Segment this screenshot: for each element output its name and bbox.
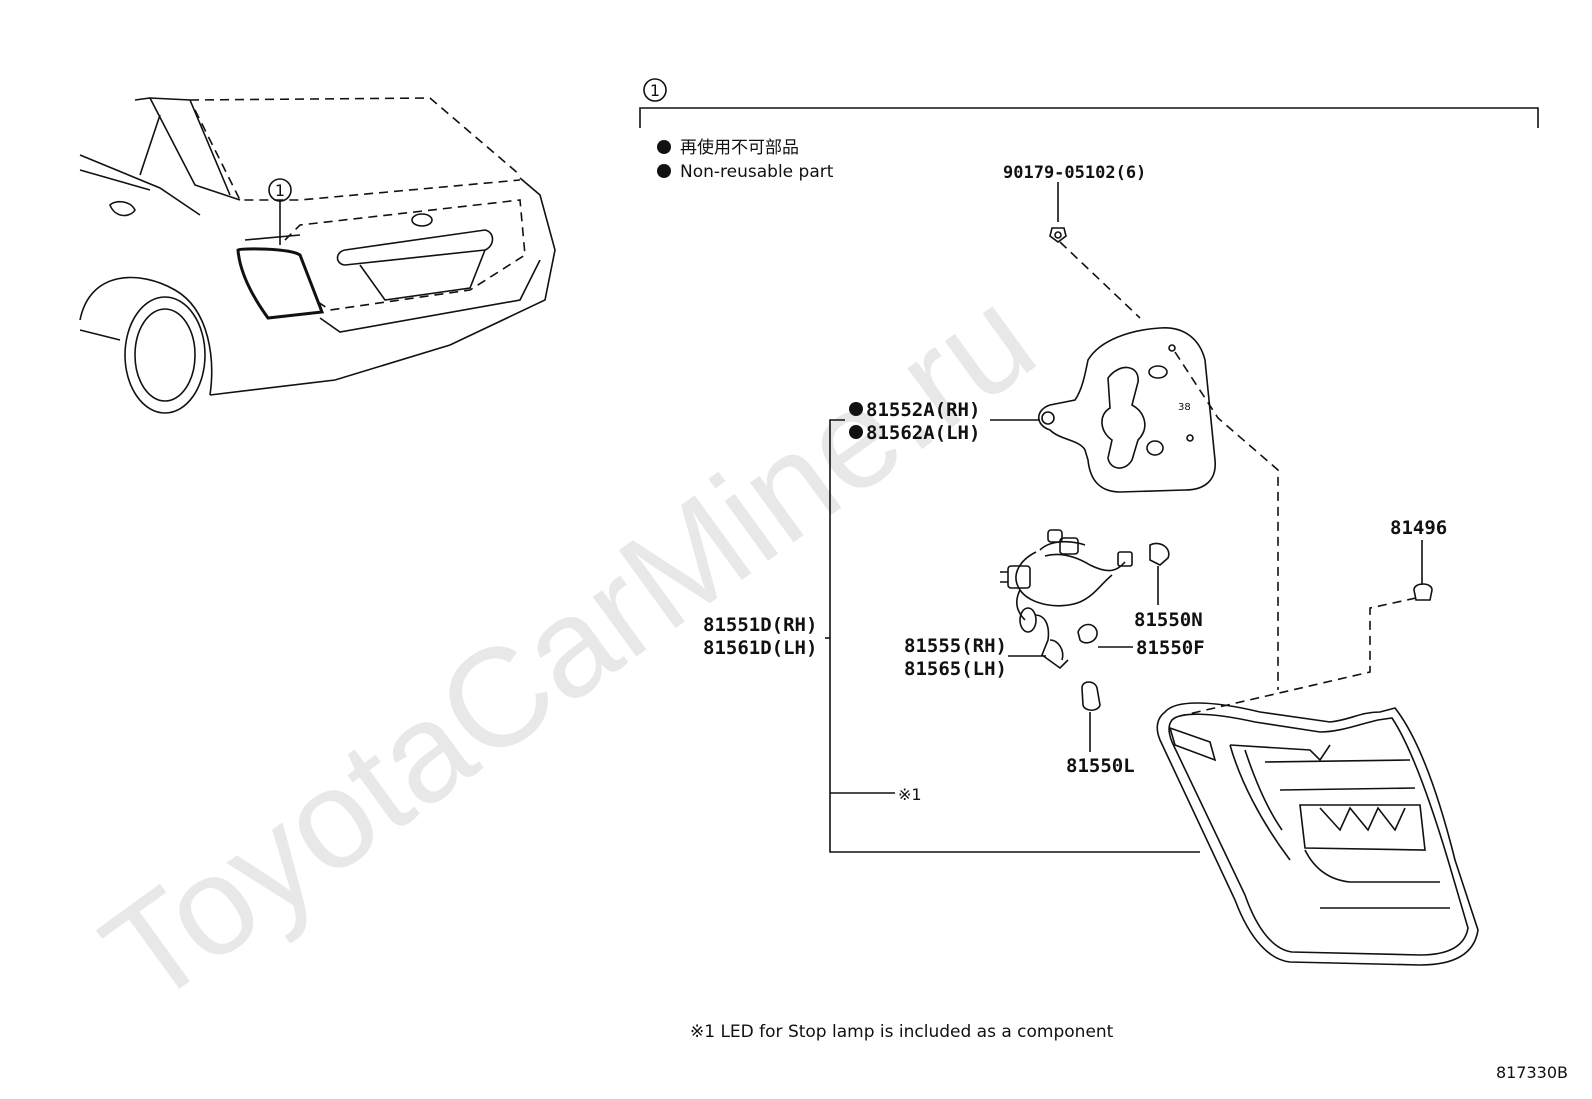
clip-part: 81496 [1179, 517, 1447, 717]
legend: 再使用不可部品 Non-reusable part [657, 137, 834, 182]
assembly-bracket [825, 419, 1200, 853]
clip-icon [1413, 583, 1433, 601]
non-reusable-dot-icon [849, 425, 863, 439]
label-socket-lh: 81565(LH) [904, 658, 1007, 680]
label-gasket-rh: 81552A(RH) [866, 399, 980, 421]
label-lamp-assy-lh: 81561D(LH) [703, 637, 817, 659]
bulb-n-icon [1149, 542, 1170, 566]
car-rear-illustration: 1 [79, 97, 556, 414]
label-gasket-lh: 81562A(LH) [866, 422, 980, 444]
section-callout-number: 1 [650, 81, 660, 100]
label-bolt: 90179-05102(6) [1003, 163, 1146, 183]
legend-jp: 再使用不可部品 [680, 137, 799, 158]
car-callout-number: 1 [275, 181, 285, 200]
socket-harness [1000, 529, 1170, 752]
label-socket-rh: 81555(RH) [904, 635, 1007, 657]
label-clip: 81496 [1390, 517, 1447, 539]
legend-en: Non-reusable part [680, 162, 834, 182]
label-bulb-f: 81550F [1136, 637, 1205, 659]
bulb-l-icon [1081, 681, 1101, 712]
label-bulb-n: 81550N [1134, 609, 1203, 631]
legend-dot-icon [657, 164, 671, 178]
gasket-part: 38 [1037, 327, 1279, 690]
bolt-part: 90179-05102(6) [1003, 163, 1146, 319]
bolt-icon [1049, 227, 1067, 243]
bulb-f-icon [1077, 623, 1098, 644]
section-header: 1 [639, 78, 1539, 128]
legend-dot-icon [657, 140, 671, 154]
label-bulb-l: 81550L [1066, 755, 1135, 777]
label-note-ref: ※1 [898, 785, 922, 804]
svg-text:38: 38 [1178, 402, 1191, 413]
non-reusable-dot-icon [849, 402, 863, 416]
diagram-code: 817330B [1496, 1063, 1568, 1082]
footnote: ※1 LED for Stop lamp is included as a co… [690, 1022, 1114, 1042]
tail-lamp-assembly [1156, 702, 1479, 966]
label-lamp-assy-rh: 81551D(RH) [703, 614, 817, 636]
